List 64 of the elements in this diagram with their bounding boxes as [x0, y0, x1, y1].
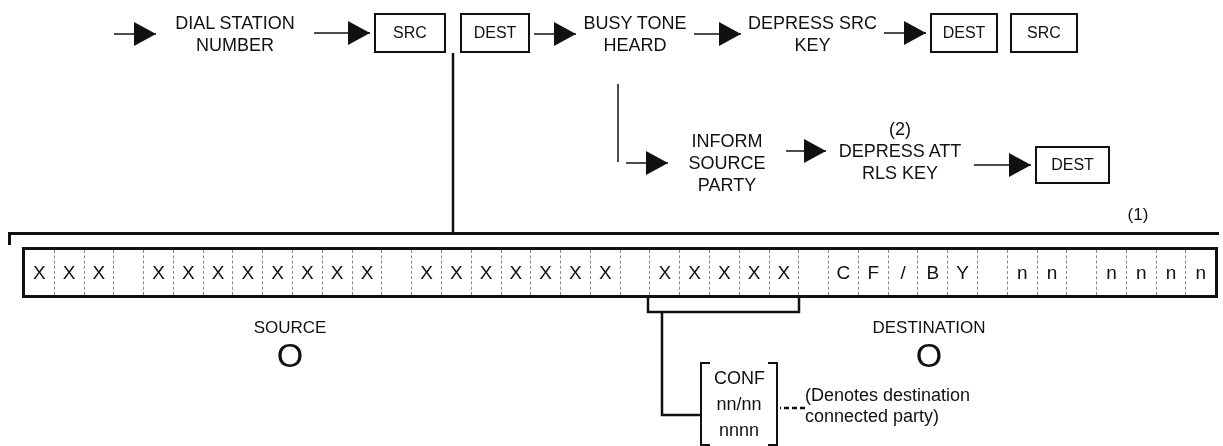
arrow	[533, 22, 577, 46]
display-character: n	[1195, 261, 1207, 284]
arrow	[785, 139, 827, 163]
circle-mark: O	[276, 338, 304, 372]
display-character: C	[836, 261, 851, 284]
footnote-mark: (1)	[1127, 205, 1149, 225]
step-text: DEPRESS ATT RLS KEY	[837, 140, 963, 184]
arrow	[973, 153, 1032, 177]
display-character: X	[62, 261, 76, 284]
display-character: n	[1136, 261, 1147, 284]
key-box: SRC	[1010, 13, 1078, 53]
key-box: DEST	[930, 13, 998, 53]
display-character: X	[479, 261, 493, 284]
arrow	[625, 151, 669, 175]
key-box: DEST	[460, 13, 530, 53]
display-character: F	[867, 261, 880, 284]
connector-line	[646, 295, 801, 417]
display-character: X	[658, 261, 672, 284]
display-character: X	[598, 261, 612, 284]
arrow	[883, 21, 927, 45]
display-character: /	[900, 261, 906, 284]
display-character: B	[926, 261, 940, 284]
connector-line	[451, 53, 455, 232]
arrow	[693, 22, 742, 46]
display-character: X	[420, 261, 433, 284]
key-box: SRC	[374, 13, 446, 53]
step-text: DIAL STATION NUMBER	[174, 12, 296, 56]
display-character: X	[360, 261, 374, 284]
display-character: n	[1046, 261, 1058, 284]
display-character: X	[330, 261, 344, 284]
dashed-line	[780, 406, 805, 410]
display-panel	[8, 232, 1220, 298]
display-character: X	[241, 261, 255, 284]
bracketed-text: CONF nn/nn nnnn	[700, 362, 778, 446]
display-character: X	[181, 261, 195, 284]
circle-mark: O	[915, 338, 943, 372]
display-character: X	[569, 261, 582, 284]
display-character: X	[688, 261, 701, 284]
display-character: X	[747, 261, 761, 284]
step-text: DEPRESS SRC KEY	[746, 12, 878, 56]
display-character: X	[92, 261, 106, 284]
display-character: X	[777, 261, 791, 284]
caption: SOURCE	[253, 318, 327, 338]
display-character: X	[539, 261, 552, 284]
arrow	[113, 22, 157, 46]
display-character: X	[509, 261, 523, 284]
display-character: n	[1165, 261, 1177, 284]
display-character: X	[33, 261, 46, 284]
arrow	[313, 21, 371, 45]
display-character: X	[301, 261, 314, 284]
step-text: (2)	[889, 118, 911, 140]
display-character: X	[718, 261, 731, 284]
display-character: X	[152, 261, 165, 284]
display-character: X	[450, 261, 463, 284]
display-character: X	[271, 261, 284, 284]
note-text: (Denotes destination connected party)	[805, 385, 972, 427]
caption: DESTINATION	[872, 318, 986, 338]
display-character: Y	[956, 261, 969, 284]
display-character: n	[1106, 261, 1117, 284]
display-character: X	[211, 261, 225, 284]
step-text: INFORM SOURCE PARTY	[687, 130, 767, 196]
step-text: BUSY TONE HEARD	[582, 12, 688, 56]
key-box: DEST	[1035, 146, 1110, 184]
display-character: n	[1016, 261, 1028, 284]
